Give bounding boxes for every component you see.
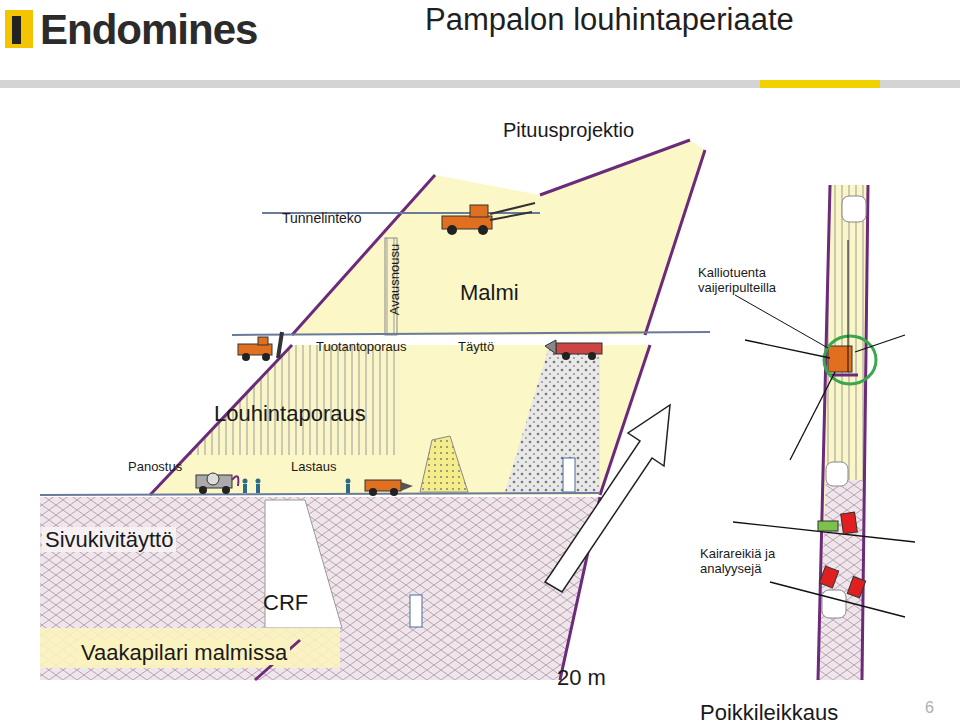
scale-label: 20 m [557, 665, 606, 690]
backfill [505, 350, 600, 492]
vein-section-fill [818, 480, 865, 680]
page-number: 6 [925, 699, 934, 717]
drift-section [826, 462, 848, 486]
operation-label: Tuotantoporaus [316, 340, 407, 355]
waste-rock-fill [40, 497, 600, 680]
operation-label: Lastaus [291, 460, 337, 475]
callout-label: Kairareikiä ja analyysejä [700, 547, 796, 577]
ore-boundary [645, 150, 705, 335]
level-line [232, 332, 710, 335]
drill-hole [733, 522, 915, 542]
pillar-label: Vaakapilari malmissa [78, 640, 290, 665]
assay-marker [818, 521, 838, 531]
drill-hole [770, 582, 905, 617]
pillar-support [563, 458, 575, 492]
drilled-ore [190, 345, 400, 455]
ore-body [292, 140, 705, 335]
drift-section [842, 196, 866, 222]
level-line [40, 493, 600, 495]
charging-truck [196, 473, 238, 494]
view-label: Pituusprojektio [503, 119, 634, 142]
pillar-label: CRF [263, 590, 308, 615]
cable-bolt [855, 335, 905, 352]
fill-loader [545, 340, 602, 360]
operation-label: Tunnelinteko [282, 210, 362, 226]
production-drill-rig [238, 332, 282, 361]
logo-icon [12, 16, 21, 44]
assay-marker [819, 566, 838, 588]
leader-line [735, 295, 828, 348]
logo-text: Endomines [40, 6, 257, 54]
view-label: Poikkileikkaus [700, 700, 838, 725]
scale-arrow [545, 405, 670, 592]
ore-body [150, 345, 650, 495]
lhd-loader [365, 480, 413, 496]
blasted-ore [420, 436, 468, 492]
header-bar [0, 80, 960, 88]
operation-label: Panostus [128, 460, 182, 475]
ore-body [150, 465, 400, 495]
ore-boundary [292, 175, 435, 335]
operation-label: Täyttö [458, 340, 494, 355]
cable-bolt [790, 372, 835, 460]
cable-bolt [745, 340, 830, 358]
drift-section [822, 590, 846, 618]
logo-icon [5, 10, 33, 48]
drill-jumbo [442, 203, 535, 235]
title: Pampalon louhintaperiaate [425, 2, 794, 38]
assay-marker [847, 576, 865, 597]
ore-boundary [540, 140, 690, 195]
assay-marker [841, 512, 858, 534]
operation-label: Louhintaporaus [214, 401, 366, 426]
header-bar [760, 80, 880, 88]
raise-label: Avausnousu [388, 244, 403, 315]
ore-label: Malmi [460, 280, 519, 305]
fill-label: Sivukivitäyttö [42, 527, 176, 552]
pillar-support [410, 595, 422, 627]
person [243, 479, 351, 494]
callout-label: Kalliotuenta vaijeripulteilla [698, 266, 798, 296]
horizontal-pillar [40, 628, 340, 668]
cable-bolt [848, 240, 849, 372]
highlight-circle [824, 336, 876, 384]
